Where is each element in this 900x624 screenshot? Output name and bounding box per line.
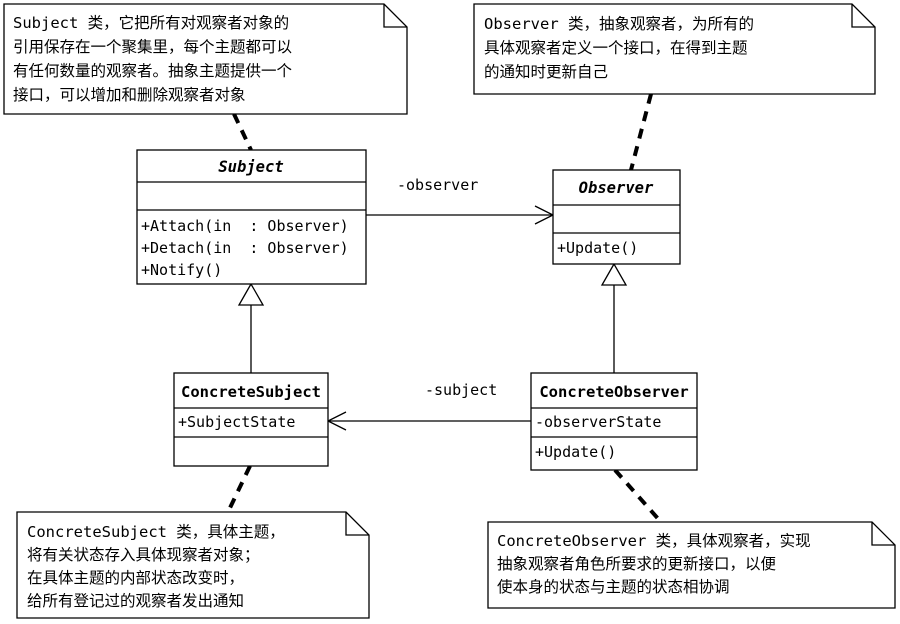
association-subject-observer (366, 205, 555, 225)
note-connector-concrete-subject (226, 465, 252, 513)
note-concrete-observer-line-3: 使本身的状态与主题的状态相协调 (497, 578, 730, 596)
method-update-observer: +Update() (557, 239, 638, 257)
class-concrete-subject[interactable]: ConcreteSubject +SubjectState (173, 372, 329, 467)
note-concrete-observer-line-1: ConcreteObserver 类，具体观察者，实现 (497, 532, 811, 550)
note-observer-line-1: Observer 类，抽象观察者，为所有的 (484, 15, 754, 33)
method-attach: +Attach(in : Observer) (141, 217, 349, 235)
association-label-subject: -subject (425, 381, 497, 399)
note-concrete-subject-line-1: ConcreteSubject 类，具体主题， (27, 523, 285, 541)
attribute-observerstate: -observerState (535, 413, 661, 431)
note-concrete-subject: ConcreteSubject 类，具体主题， 将有关状态存入具体现察者对象； … (16, 511, 370, 619)
association-concreteobserver-concretesubject (326, 411, 531, 431)
method-notify: +Notify() (141, 261, 222, 279)
association-label-observer: -observer (397, 176, 478, 194)
note-concrete-observer-line-2: 抽象观察者角色所要求的更新接口，以便 (497, 555, 777, 573)
note-concrete-subject-line-3: 在具体主题的内部状态改变时， (27, 569, 244, 587)
class-observer[interactable]: Observer +Update() (552, 169, 681, 265)
note-observer: Observer 类，抽象观察者，为所有的 具体观察者定义一个接口，在得到主题 … (473, 3, 876, 95)
generalization-concretesubject-subject (237, 282, 265, 373)
note-subject: Subject 类，它把所有对观察者对象的 引用保存在一个聚集里，每个主题都可以… (3, 3, 408, 115)
class-name-concrete-subject: ConcreteSubject (181, 383, 321, 401)
note-connector-concrete-observer (613, 468, 663, 524)
note-subject-line-3: 有任何数量的观察者。抽象主题提供一个 (13, 62, 293, 80)
generalization-concreteobserver-observer (600, 262, 628, 373)
note-observer-line-2: 具体观察者定义一个接口，在得到主题 (484, 39, 748, 57)
note-concrete-observer: ConcreteObserver 类，具体观察者，实现 抽象观察者角色所要求的更… (487, 521, 896, 609)
note-observer-line-3: 的通知时更新自己 (484, 63, 608, 81)
class-name-concrete-observer: ConcreteObserver (539, 383, 688, 401)
note-concrete-subject-line-2: 将有关状态存入具体现察者对象； (27, 546, 260, 564)
note-connector-observer (629, 93, 653, 171)
note-subject-line-2: 引用保存在一个聚集里，每个主题都可以 (13, 38, 292, 56)
note-subject-line-1: Subject 类，它把所有对观察者对象的 (13, 14, 289, 32)
method-detach: +Detach(in : Observer) (141, 239, 349, 257)
class-name-subject: Subject (218, 158, 283, 176)
class-name-observer: Observer (579, 179, 654, 197)
attribute-subjectstate: +SubjectState (178, 413, 295, 431)
note-connector-subject (232, 113, 253, 151)
method-update-concrete-observer: +Update() (535, 443, 616, 461)
note-subject-line-4: 接口，可以增加和删除观察者对象 (13, 86, 246, 104)
class-concrete-observer[interactable]: ConcreteObserver -observerState +Update(… (530, 372, 698, 471)
class-subject[interactable]: Subject +Attach(in : Observer) +Detach(i… (136, 149, 367, 285)
note-concrete-subject-line-4: 给所有登记过的观察者发出通知 (27, 592, 244, 610)
